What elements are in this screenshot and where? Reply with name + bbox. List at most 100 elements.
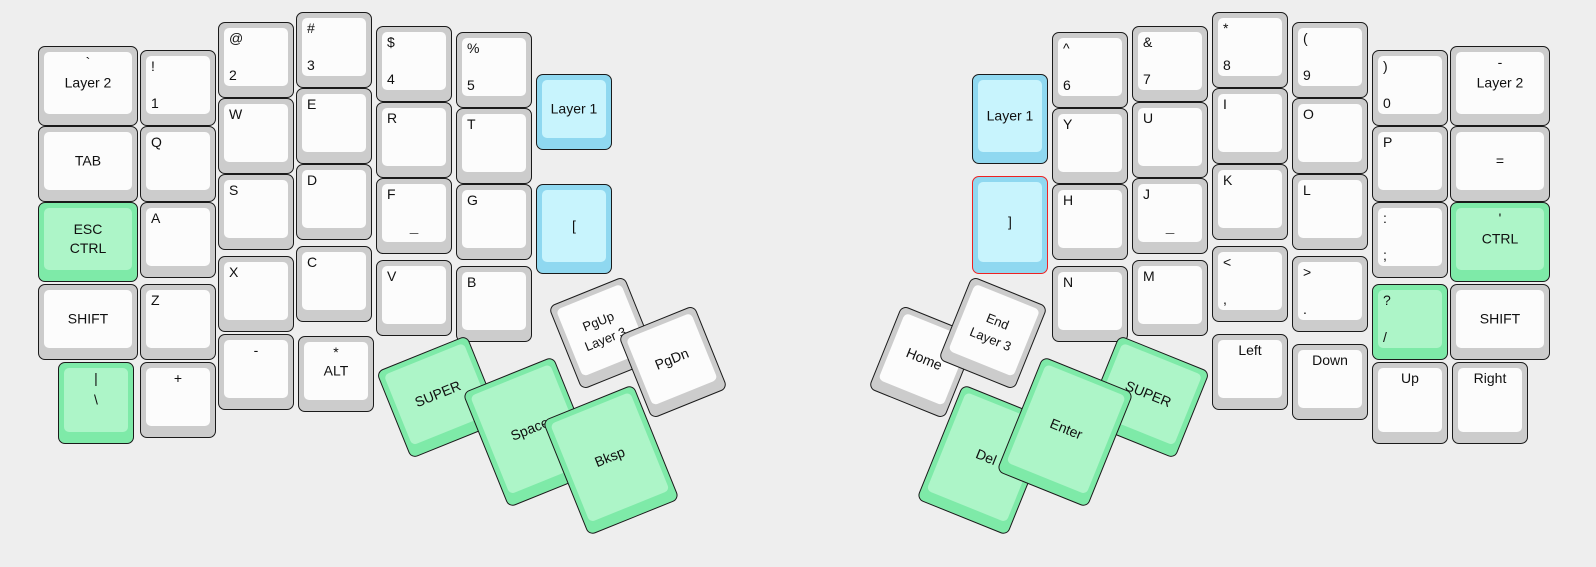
key-r-r2-c4[interactable]: O (1292, 98, 1368, 174)
key-l-r4-c4[interactable]: C (296, 246, 372, 322)
key-l-r5-c1[interactable]: |\ (58, 362, 134, 444)
key-face: T (462, 114, 526, 172)
key-r-r3-c2[interactable]: J_ (1132, 178, 1208, 254)
key-legend: End Layer 3 (967, 310, 1014, 355)
key-face: #3 (302, 18, 366, 76)
key-r-r3-c3[interactable]: K (1212, 164, 1288, 240)
key-l-r4-c1[interactable]: SHIFT (38, 284, 138, 360)
key-l-r3-c5[interactable]: F_ (376, 178, 452, 254)
key-l-r3-c1[interactable]: ESC CTRL (38, 202, 138, 282)
key-legend: [ (572, 217, 576, 234)
key-l-r2-c2[interactable]: Q (140, 126, 216, 202)
key-legend: % (467, 40, 480, 56)
key-r-r2-c6[interactable]: = (1450, 126, 1550, 202)
key-l-r2-c4[interactable]: E (296, 88, 372, 164)
key-face: A (146, 208, 210, 266)
key-l-r1-c5[interactable]: $4 (376, 26, 452, 102)
key-r-r4-c6[interactable]: SHIFT (1450, 284, 1550, 360)
key-r-r4-c5[interactable]: ?/ (1372, 284, 1448, 360)
key-legend: ^ (1063, 40, 1070, 56)
key-legend: Layer 2 (64, 74, 112, 91)
key-l-layer1[interactable]: Layer 1 (536, 74, 612, 150)
key-legend: 9 (1303, 67, 1311, 83)
key-l-r1-c1[interactable]: `Layer 2 (38, 46, 138, 126)
key-face: &7 (1138, 32, 1202, 90)
key-legend: 1 (151, 95, 159, 111)
key-l-bracket[interactable]: [ (536, 184, 612, 274)
key-face: H (1058, 190, 1122, 248)
key-l-r1-c4[interactable]: #3 (296, 12, 372, 88)
key-r-r3-c6[interactable]: 'CTRL (1450, 202, 1550, 282)
key-r-r1-c3[interactable]: *8 (1212, 12, 1288, 88)
key-l-r2-c1[interactable]: TAB (38, 126, 138, 202)
key-face: O (1298, 104, 1362, 162)
key-face: @2 (224, 28, 288, 86)
key-l-r2-c3[interactable]: W (218, 98, 294, 174)
key-r-r3-c5[interactable]: :; (1372, 202, 1448, 278)
key-r-r2-c3[interactable]: I (1212, 88, 1288, 164)
key-r-r4-c1[interactable]: N (1052, 266, 1128, 342)
key-r-r4-c2[interactable]: M (1132, 260, 1208, 336)
key-legend: S (229, 182, 239, 198)
key-face: *ALT (304, 342, 368, 400)
key-legend: X (229, 264, 239, 280)
key-r-r5-c3[interactable]: Left (1212, 334, 1288, 410)
key-l-r5-c3[interactable]: - (218, 334, 294, 410)
key-r-layer1[interactable]: Layer 1 (972, 74, 1048, 164)
key-r-r5-c6[interactable]: Right (1452, 362, 1528, 444)
key-face: V (382, 266, 446, 324)
key-r-r1-c5[interactable]: )0 (1372, 50, 1448, 126)
key-face: X (224, 262, 288, 320)
key-r-r1-c6[interactable]: -Layer 2 (1450, 46, 1550, 126)
key-legend: 8 (1223, 57, 1231, 73)
key-l-r5-c4[interactable]: *ALT (298, 336, 374, 412)
key-l-r1-c6[interactable]: %5 (456, 32, 532, 108)
key-l-r3-c6[interactable]: G (456, 184, 532, 260)
key-legend: ; (1383, 247, 1387, 263)
key-face: B (462, 272, 526, 330)
key-legend: ' (1498, 210, 1502, 226)
key-l-r1-c3[interactable]: @2 (218, 22, 294, 98)
key-r-r2-c5[interactable]: P (1372, 126, 1448, 202)
key-l-r4-c5[interactable]: V (376, 260, 452, 336)
key-r-r1-c1[interactable]: ^6 (1052, 32, 1128, 108)
key-legend: C (307, 254, 318, 270)
key-l-r4-c3[interactable]: X (218, 256, 294, 332)
key-l-r2-c6[interactable]: T (456, 108, 532, 184)
key-face: K (1218, 170, 1282, 228)
key-face: SHIFT (44, 290, 132, 348)
key-r-r3-c4[interactable]: L (1292, 174, 1368, 250)
key-legend: | (94, 370, 98, 386)
key-legend: ) (1383, 58, 1388, 74)
key-l-r3-c2[interactable]: A (140, 202, 216, 278)
key-r-r5-c5[interactable]: Up (1372, 362, 1448, 444)
key-r-r4-c4[interactable]: >. (1292, 256, 1368, 332)
key-legend: P (1383, 134, 1393, 150)
key-legend: Left (1238, 342, 1262, 358)
key-r-r1-c2[interactable]: &7 (1132, 26, 1208, 102)
key-legend: $ (387, 34, 395, 50)
key-r-r5-c4[interactable]: Down (1292, 344, 1368, 420)
key-legend: SHIFT (1479, 310, 1521, 327)
key-face: + (146, 368, 210, 426)
key-l-r1-c2[interactable]: !1 (140, 50, 216, 126)
key-face: U (1138, 108, 1202, 166)
key-r-r2-c2[interactable]: U (1132, 102, 1208, 178)
key-r-r1-c4[interactable]: (9 (1292, 22, 1368, 98)
key-l-r3-c4[interactable]: D (296, 164, 372, 240)
key-face: M (1138, 266, 1202, 324)
key-r-r3-c1[interactable]: H (1052, 184, 1128, 260)
key-face: L (1298, 180, 1362, 238)
key-face: (9 (1298, 28, 1362, 86)
key-face: P (1378, 132, 1442, 190)
key-l-r2-c5[interactable]: R (376, 102, 452, 178)
key-legend: 2 (229, 67, 237, 83)
key-r-r2-c1[interactable]: Y (1052, 108, 1128, 184)
key-l-r4-c6[interactable]: B (456, 266, 532, 342)
key-r-bracket[interactable]: ] (972, 176, 1048, 274)
key-l-r5-c2[interactable]: + (140, 362, 216, 438)
key-l-r3-c3[interactable]: S (218, 174, 294, 250)
key-l-r4-c2[interactable]: Z (140, 284, 216, 360)
key-r-r4-c3[interactable]: <, (1212, 246, 1288, 322)
